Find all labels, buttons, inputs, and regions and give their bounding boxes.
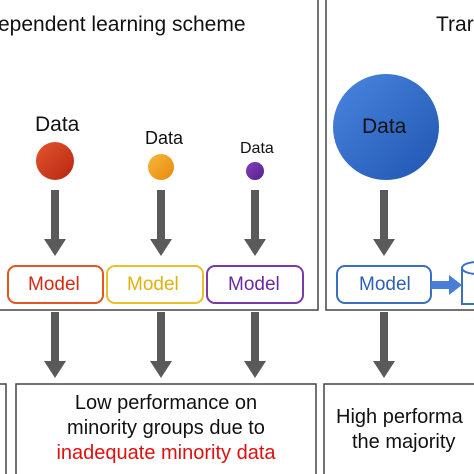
arrow-model-to-database	[431, 275, 462, 295]
independent-panel-title: ependent learning scheme	[0, 13, 246, 36]
arrow-orange-to-model	[150, 190, 172, 256]
data-circle-blue	[333, 74, 439, 180]
transfer-result-box	[323, 383, 474, 474]
data-label-blue: Data	[362, 115, 407, 138]
independent-result-line-2: minority groups due to	[67, 417, 265, 439]
database-icon	[461, 261, 474, 305]
data-label-red: Data	[35, 113, 80, 136]
data-circle-red	[36, 142, 74, 180]
transfer-result-line-1: High performa	[336, 406, 463, 428]
model-label-purple: Model	[228, 274, 280, 295]
independent-result-line-3-highlight: inadequate minority data	[56, 442, 276, 464]
model-box-orange	[106, 265, 204, 304]
transfer-panel-title: Trar	[436, 13, 474, 36]
model-label-orange: Model	[127, 274, 179, 295]
model-box-purple	[206, 265, 304, 304]
arrow-blue-model-down	[373, 312, 395, 378]
arrow-purple-to-model	[244, 190, 266, 256]
arrow-purple-model-down	[244, 312, 266, 378]
transfer-panel-frame	[325, 0, 474, 311]
arrow-orange-model-down	[150, 312, 172, 378]
model-box-red	[7, 265, 104, 304]
independent-result-box	[15, 383, 317, 474]
independent-panel-frame	[0, 0, 319, 311]
arrow-blue-to-model	[373, 190, 395, 256]
arrow-red-to-model	[44, 190, 66, 256]
model-label-blue: Model	[359, 274, 411, 295]
data-label-orange: Data	[145, 128, 184, 148]
data-circle-orange	[148, 154, 174, 180]
arrow-red-model-down	[44, 312, 66, 378]
data-label-purple: Data	[240, 140, 274, 157]
model-label-red: Model	[28, 274, 80, 295]
data-circle-purple	[246, 162, 264, 180]
independent-result-line-1: Low performance on	[74, 392, 258, 414]
transfer-result-line-2: the majority	[352, 431, 456, 453]
left-edge-box	[0, 383, 7, 474]
